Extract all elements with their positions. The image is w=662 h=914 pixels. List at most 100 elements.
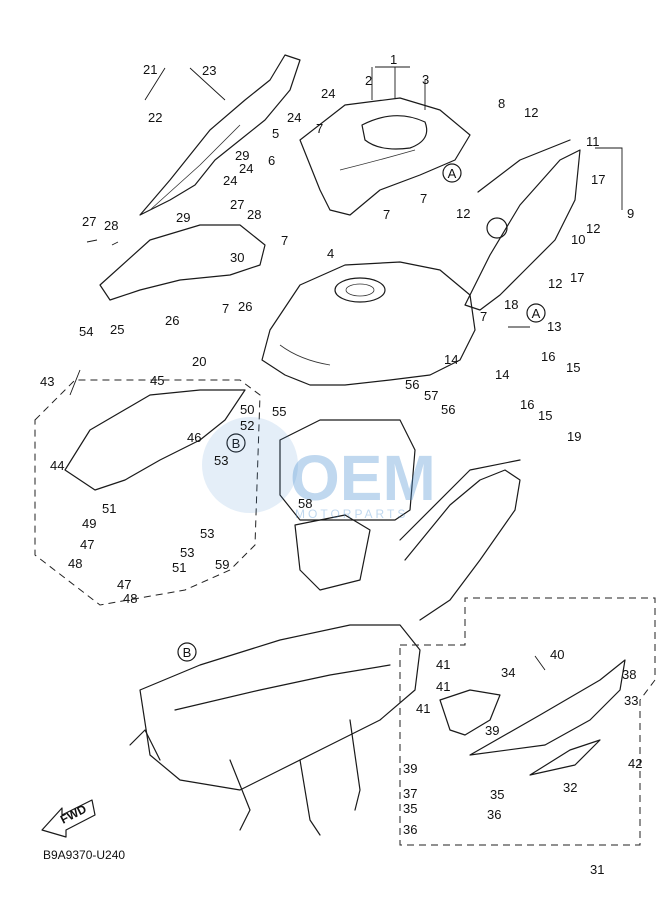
callout-6: 6 (268, 153, 275, 168)
svg-text:A: A (448, 166, 457, 181)
callout-27: 27 (230, 197, 244, 212)
callout-41: 41 (416, 701, 430, 716)
callout-7: 7 (420, 191, 427, 206)
callout-7: 7 (383, 207, 390, 222)
callout-29: 29 (235, 148, 249, 163)
callout-35: 35 (490, 787, 504, 802)
svg-text:A: A (532, 306, 541, 321)
callout-33: 33 (624, 693, 638, 708)
callout-51: 51 (102, 501, 116, 516)
callout-43: 43 (40, 374, 54, 389)
callout-48: 48 (68, 556, 82, 571)
callout-3: 3 (422, 72, 429, 87)
callout-14: 14 (444, 352, 458, 367)
side-cover-right (464, 139, 581, 311)
callout-24: 24 (321, 86, 335, 101)
callout-28: 28 (104, 218, 118, 233)
bracket-34 (439, 689, 501, 736)
callout-22: 22 (148, 110, 162, 125)
group-43 (34, 379, 261, 606)
side-panel-left (99, 224, 266, 301)
group-31 (399, 597, 656, 846)
ref-B-left: B (226, 433, 246, 453)
callout-59: 59 (215, 557, 229, 572)
callout-15: 15 (538, 408, 552, 423)
callout-53: 53 (180, 545, 194, 560)
callout-58: 58 (298, 496, 312, 511)
callout-2: 2 (365, 73, 372, 88)
callout-40: 40 (550, 647, 564, 662)
right-lower-cover (469, 659, 626, 776)
callout-12: 12 (524, 105, 538, 120)
tank-top-cover (299, 97, 471, 216)
callout-56: 56 (405, 377, 419, 392)
callout-47: 47 (80, 537, 94, 552)
callout-7: 7 (222, 301, 229, 316)
callout-53: 53 (214, 453, 228, 468)
callout-53: 53 (200, 526, 214, 541)
svg-text:MOTORPARTS: MOTORPARTS (295, 507, 408, 521)
callout-50: 50 (240, 402, 254, 417)
callout-16: 16 (541, 349, 555, 364)
callout-52: 52 (240, 418, 254, 433)
callout-20: 20 (192, 354, 206, 369)
callout-28: 28 (247, 207, 261, 222)
callout-17: 17 (570, 270, 584, 285)
heat-protector (279, 419, 416, 521)
svg-text:FWD: FWD (58, 802, 89, 827)
ref-B-frame: B (177, 642, 197, 662)
callout-7: 7 (316, 121, 323, 136)
callout-44: 44 (50, 458, 64, 473)
callout-54: 54 (79, 324, 93, 339)
callout-57: 57 (424, 388, 438, 403)
callout-36: 36 (403, 822, 417, 837)
callout-45: 45 (150, 373, 164, 388)
callout-55: 55 (272, 404, 286, 419)
svg-text:OEM: OEM (290, 442, 436, 514)
rear-frame (399, 459, 521, 621)
callout-23: 23 (202, 63, 216, 78)
callout-24: 24 (239, 161, 253, 176)
side-cover-left-upper (139, 54, 301, 216)
ref-A-upper: A (442, 163, 462, 183)
callout-36: 36 (487, 807, 501, 822)
callout-37: 37 (403, 786, 417, 801)
callout-17: 17 (591, 172, 605, 187)
callout-15: 15 (566, 360, 580, 375)
callout-12: 12 (586, 221, 600, 236)
callout-5: 5 (272, 126, 279, 141)
leader-lines (69, 66, 623, 671)
callout-35: 35 (403, 801, 417, 816)
callout-21: 21 (143, 62, 157, 77)
callout-18: 18 (504, 297, 518, 312)
callout-49: 49 (82, 516, 96, 531)
callout-31: 31 (590, 862, 604, 877)
callout-38: 38 (622, 667, 636, 682)
main-frame (129, 624, 421, 836)
svg-text:B: B (232, 436, 241, 451)
callout-12: 12 (548, 276, 562, 291)
fuel-tank (261, 261, 476, 386)
callout-25: 25 (110, 322, 124, 337)
callout-51: 51 (172, 560, 186, 575)
diagram-code: B9A9370-U240 (43, 848, 125, 862)
callout-48: 48 (123, 591, 137, 606)
callout-34: 34 (501, 665, 515, 680)
callout-9: 9 (627, 206, 634, 221)
callout-46: 46 (187, 430, 201, 445)
callout-8: 8 (498, 96, 505, 111)
callout-30: 30 (230, 250, 244, 265)
callout-27: 27 (82, 214, 96, 229)
callout-1: 1 (390, 52, 397, 67)
callout-26: 26 (165, 313, 179, 328)
callout-19: 19 (567, 429, 581, 444)
callout-41: 41 (436, 679, 450, 694)
callout-7: 7 (480, 309, 487, 324)
watermark: OEM MOTORPARTS (202, 417, 436, 521)
callout-11: 11 (586, 134, 600, 149)
svg-text:B: B (183, 645, 192, 660)
fwd-arrow-icon: FWD (41, 799, 96, 838)
callout-16: 16 (520, 397, 534, 412)
callout-26: 26 (238, 299, 252, 314)
